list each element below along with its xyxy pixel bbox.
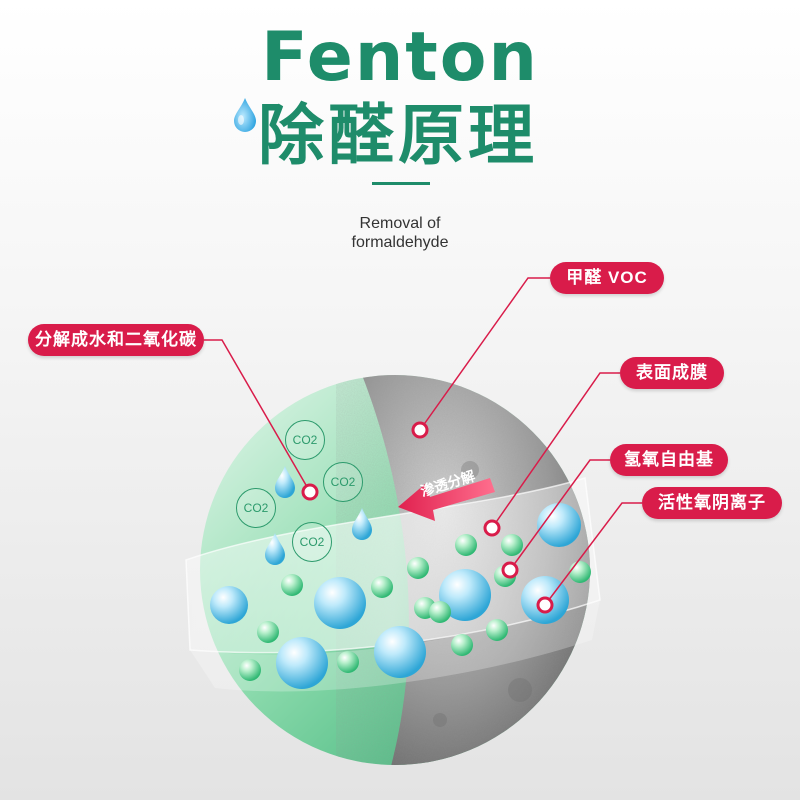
subtitle: Removal of formaldehyde: [0, 214, 800, 252]
subtitle-line-2: formaldehyde: [351, 234, 449, 251]
title-english: Fenton: [261, 18, 539, 97]
co2-bubble: CO2: [236, 488, 276, 528]
decompose-label: 分解成水和二氧化碳: [28, 324, 204, 356]
target-ring-icon: [301, 421, 554, 614]
water-drop-icon: [234, 98, 256, 132]
subtitle-line-1: Removal of: [359, 215, 441, 232]
co2-bubble: CO2: [285, 420, 325, 460]
leader-lines: [204, 277, 642, 606]
anion-label: 活性氧阴离子: [642, 487, 782, 519]
water-drop-icon: [265, 466, 372, 565]
title-divider: [372, 182, 430, 185]
hydroxyl-label: 氢氧自由基: [610, 444, 728, 476]
film-label: 表面成膜: [620, 357, 724, 389]
co2-bubble: CO2: [323, 462, 363, 502]
co2-bubble: CO2: [292, 522, 332, 562]
title-chinese: 除醛原理: [258, 97, 538, 174]
arrow-left-icon: [398, 478, 495, 521]
voc-label: 甲醛 VOC: [550, 262, 664, 294]
